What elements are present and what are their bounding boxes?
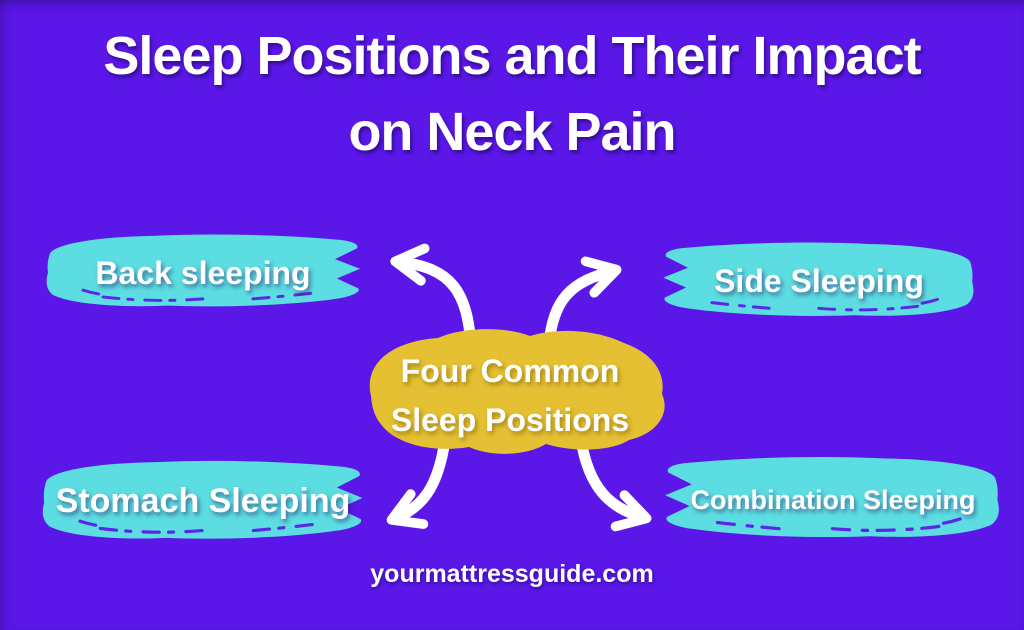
arrow-to-stomach-sleeping — [386, 434, 451, 529]
center-blob-title: Four Common Sleep Positions — [352, 347, 668, 445]
website-credit: yourmattressguide.com — [370, 560, 654, 588]
label-stomach-sleeping: Stomach Sleeping — [55, 481, 351, 520]
center-blob-shape — [369, 329, 665, 454]
label-back-sleeping: Back sleeping — [95, 254, 311, 291]
title-line-2: on Neck Pain — [348, 102, 676, 162]
title-line-1: Sleep Positions and Their Impact — [103, 26, 921, 86]
arrow-to-combination-sleeping — [575, 434, 652, 532]
label-combination-sleeping: Combination Sleeping — [690, 484, 976, 515]
center-title-line-2: Sleep Positions — [390, 402, 630, 438]
arrow-to-back-sleeping — [390, 243, 477, 351]
center-title-line-1: Four Common — [400, 353, 620, 389]
arrow-to-side-sleeping — [543, 256, 622, 351]
label-side-sleeping: Side Sleeping — [714, 262, 924, 299]
page-title: Sleep Positions and Their Impact on Neck… — [0, 18, 1024, 170]
